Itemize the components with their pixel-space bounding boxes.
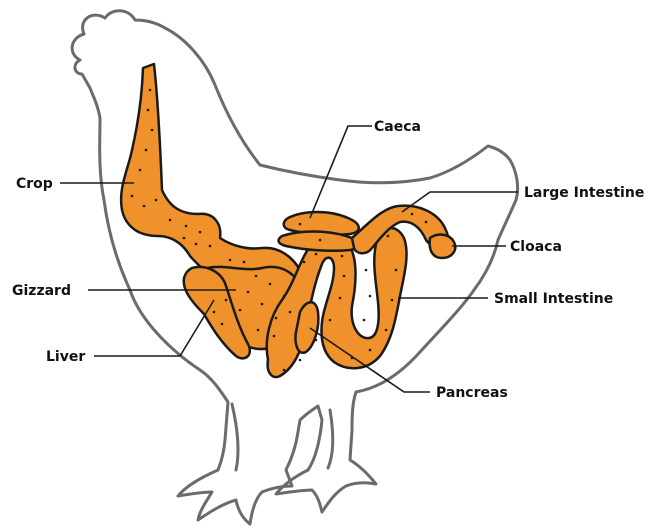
texture-dot: [183, 237, 186, 240]
caeca-label: Caeca: [374, 119, 421, 135]
texture-dot: [145, 149, 148, 152]
texture-dot: [209, 245, 212, 248]
cloaca-organ: [430, 235, 456, 258]
pancreas-label: Pancreas: [436, 385, 508, 401]
texture-dot: [299, 223, 302, 226]
texture-dot: [247, 291, 250, 294]
texture-dot: [289, 311, 292, 314]
texture-dot: [185, 225, 188, 228]
texture-dot: [143, 205, 146, 208]
texture-dot: [239, 309, 242, 312]
gizzard-label: Gizzard: [12, 283, 71, 299]
texture-dot: [283, 295, 286, 298]
texture-dot: [339, 297, 342, 300]
texture-dot: [369, 349, 372, 352]
texture-dot: [151, 129, 154, 132]
texture-dot: [387, 235, 390, 238]
liver-label: Liver: [46, 349, 85, 365]
texture-dot: [199, 231, 202, 234]
texture-dot: [385, 329, 388, 332]
texture-dot: [257, 329, 260, 332]
texture-dot: [299, 359, 302, 362]
texture-dot: [213, 311, 216, 314]
texture-dot: [275, 317, 278, 320]
texture-dot: [255, 275, 258, 278]
texture-dot: [315, 253, 318, 256]
small-intestine-label: Small Intestine: [494, 291, 613, 307]
texture-dot: [369, 295, 372, 298]
texture-dot: [343, 275, 346, 278]
texture-dot: [261, 303, 264, 306]
texture-dot: [411, 213, 414, 216]
texture-dot: [131, 195, 134, 198]
texture-dot: [425, 221, 428, 224]
texture-dot: [319, 239, 322, 242]
texture-dot: [195, 243, 198, 246]
texture-dot: [283, 369, 286, 372]
texture-dot: [225, 299, 228, 302]
texture-dot: [243, 261, 246, 264]
texture-dot: [341, 255, 344, 258]
texture-dot: [329, 319, 332, 322]
texture-dot: [155, 199, 158, 202]
texture-dot: [395, 269, 398, 272]
texture-dot: [139, 169, 142, 172]
texture-dot: [269, 283, 272, 286]
texture-dot: [221, 323, 224, 326]
cloaca-label: Cloaca: [510, 239, 562, 255]
texture-dot: [315, 339, 318, 342]
texture-dot: [363, 319, 366, 322]
large-intestine-label: Large Intestine: [524, 185, 644, 201]
crop-label: Crop: [16, 176, 53, 192]
texture-dot: [147, 109, 150, 112]
texture-dot: [391, 299, 394, 302]
texture-dot: [169, 219, 172, 222]
texture-dot: [149, 89, 152, 92]
texture-dot: [273, 335, 276, 338]
texture-dot: [365, 269, 368, 272]
texture-dot: [229, 259, 232, 262]
texture-dot: [303, 261, 306, 264]
